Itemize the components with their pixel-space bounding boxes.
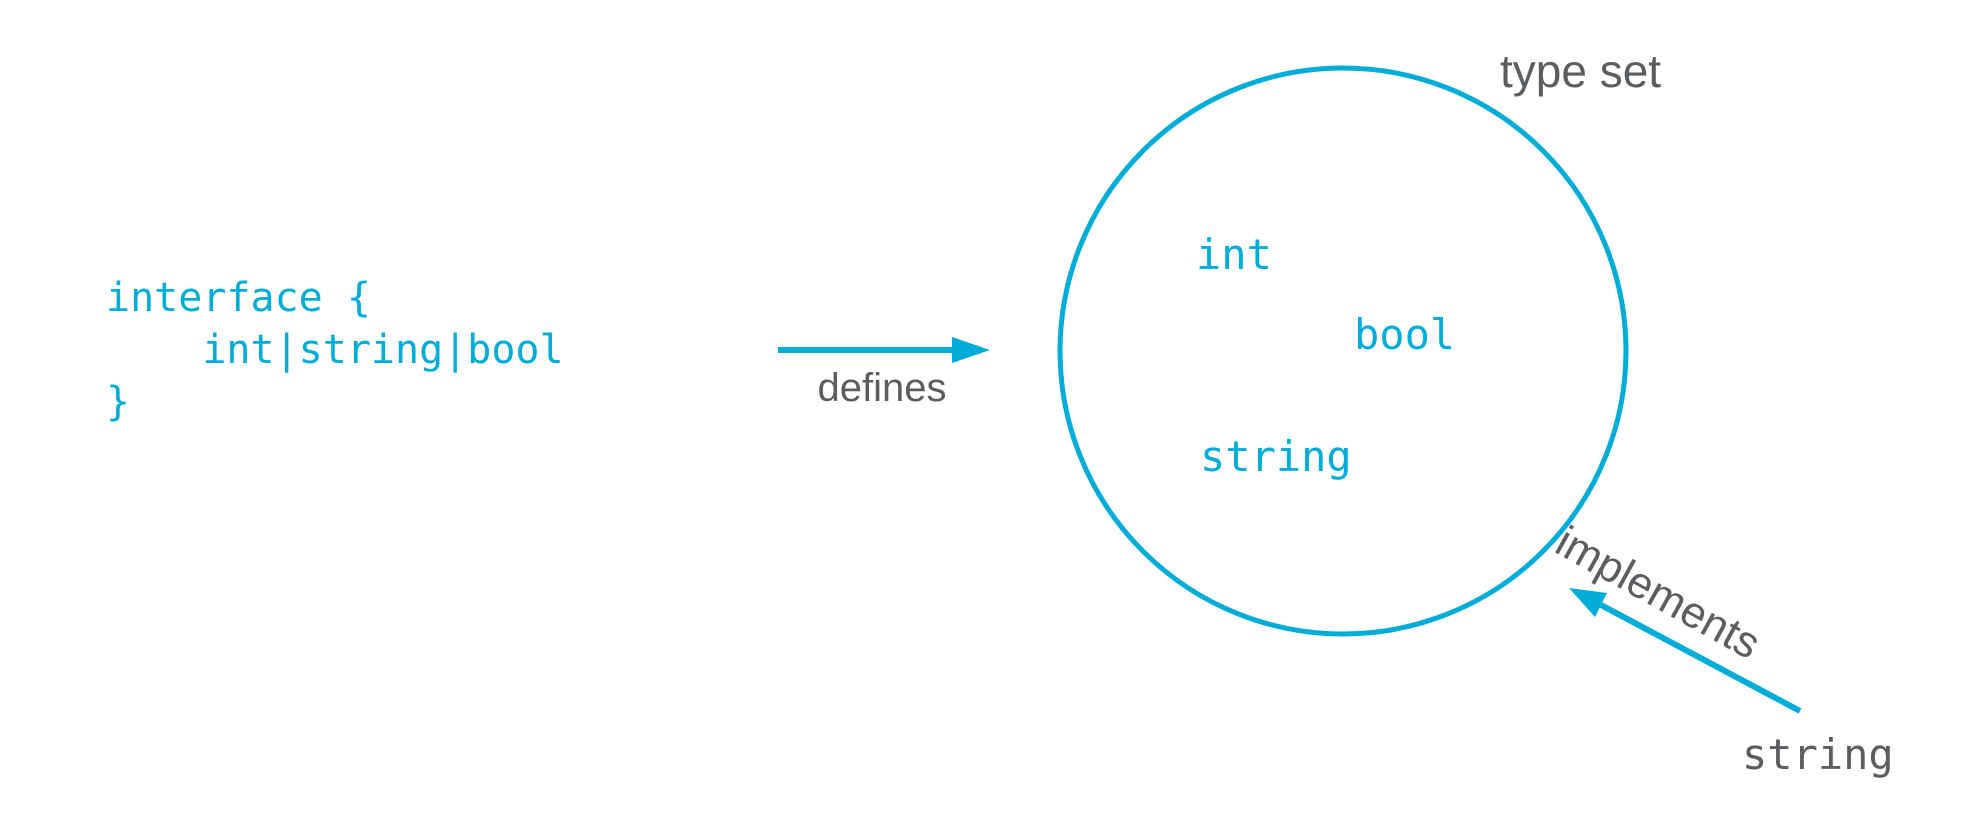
defines-arrow bbox=[778, 337, 990, 363]
type-set-member-bool: bool bbox=[1354, 310, 1456, 359]
type-set-circle bbox=[1057, 65, 1629, 637]
interface-code-block: interface { int|string|bool } bbox=[106, 272, 564, 428]
code-line-1: interface { bbox=[106, 275, 371, 321]
type-set-member-int: int bbox=[1196, 230, 1272, 279]
code-line-2: int|string|bool bbox=[106, 327, 564, 373]
defines-arrowhead-icon bbox=[952, 337, 990, 363]
implementer-string-label: string bbox=[1742, 730, 1894, 779]
defines-label: defines bbox=[817, 366, 947, 410]
implements-arrow bbox=[1569, 588, 1802, 714]
implements-arrowhead-icon bbox=[1569, 588, 1607, 617]
code-line-3: } bbox=[106, 379, 131, 425]
type-set-label: type set bbox=[1500, 45, 1662, 97]
type-set-member-string: string bbox=[1200, 432, 1352, 481]
